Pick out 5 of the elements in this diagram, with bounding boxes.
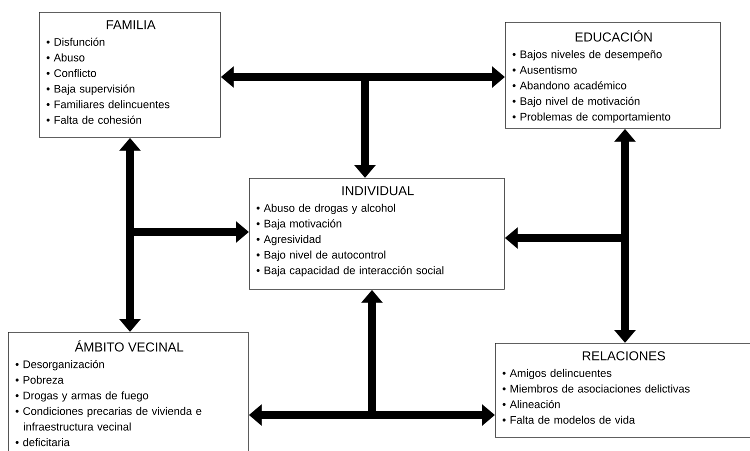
factor-box: FAMILIA • Disfunción • Abuso • Conflicto • Baja supervisión • Familiares delincuentes • Falta de cohesión — [39, 12, 221, 138]
factor-box: RELACIONES • Amigos delincuentes • Miembros de asociaciones delictivas • Alineación • Falta de modelos de vida — [495, 343, 750, 438]
factor-box: INDIVIDUAL • Abuso de drogas y alcohol • Baja motivación • Agresividad • Bajo nivel de autocontrol • Baja capacidad de interacción social — [249, 178, 505, 290]
factor-box: ÁMBITO VECINAL • Desorganización • Pobreza • Drogas y armas de fuego • Condiciones precarias de vivienda e infraestructura vecinal • deficitaria — [8, 332, 249, 451]
factor-box: EDUCACIÓN • Bajos niveles de desempeño • Ausentismo • Abandono académico • Bajo nivel de motivación • Problemas de comportamiento — [505, 22, 721, 129]
